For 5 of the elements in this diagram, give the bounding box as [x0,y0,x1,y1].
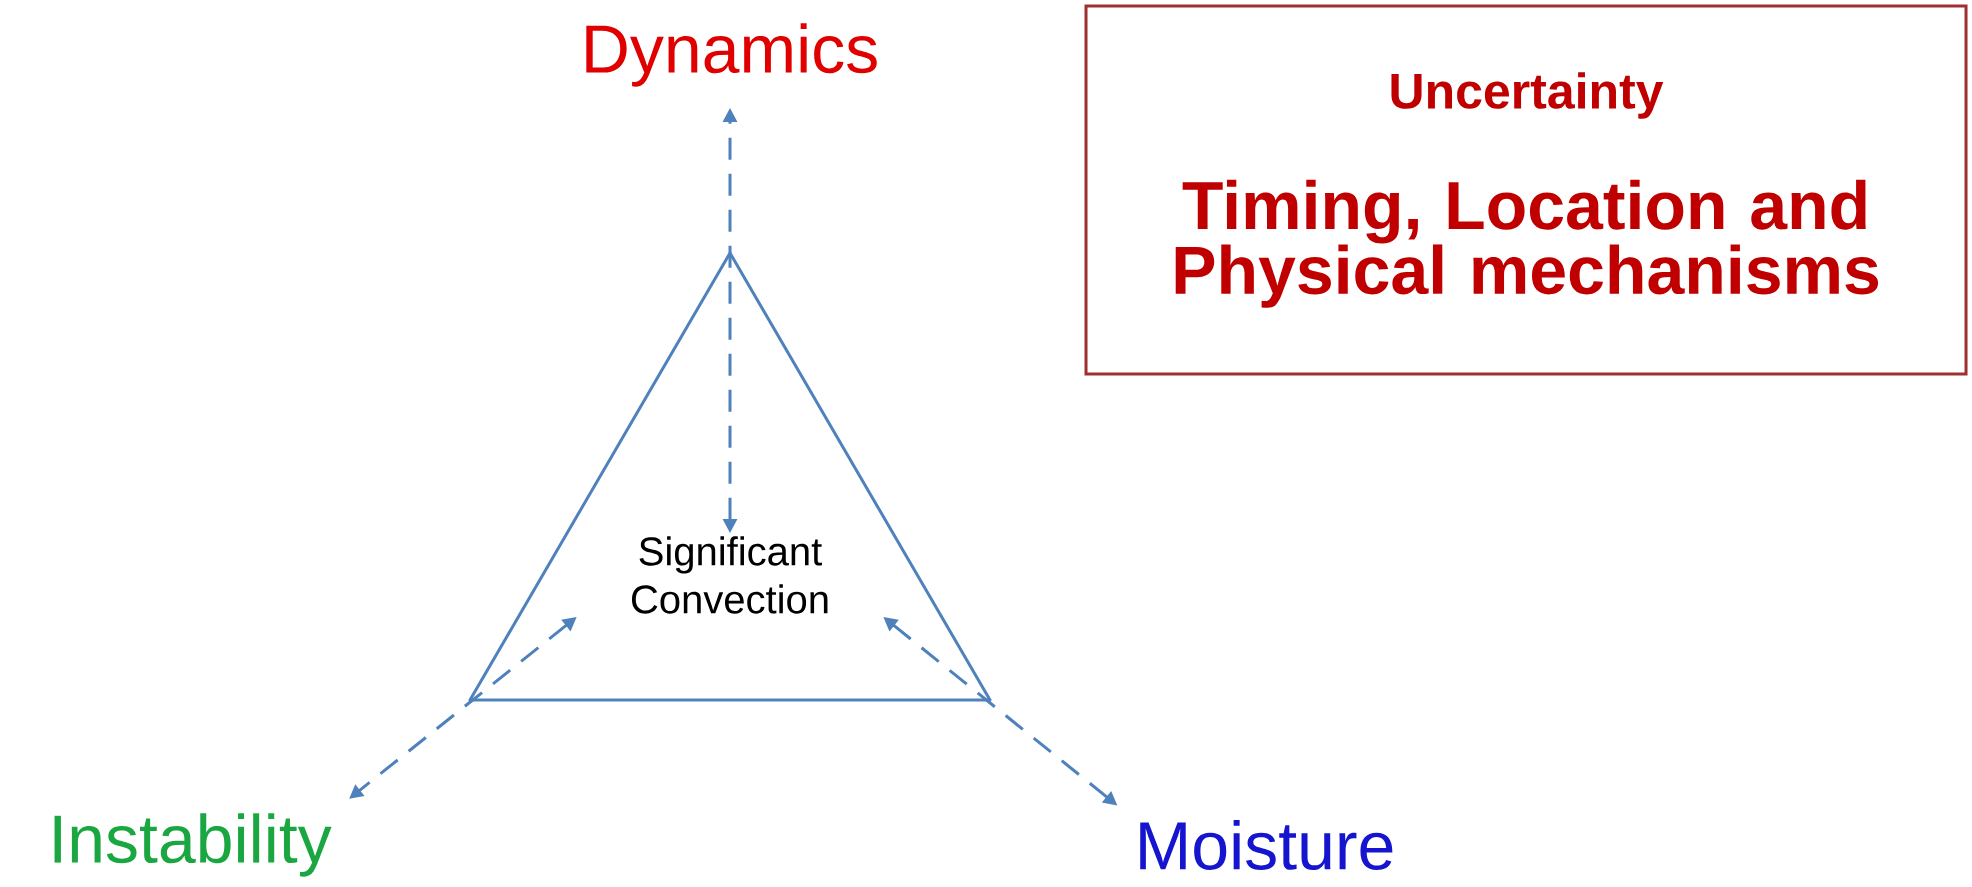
axis-label: Dynamics [586,23,877,87]
axis-label: Moisture [1140,820,1393,870]
center-label: Significant Convection [632,536,828,614]
axis-label: Instability [54,813,332,877]
text-box: Uncertainty Timing, Location and Physical mechanisms [1084,4,1968,376]
